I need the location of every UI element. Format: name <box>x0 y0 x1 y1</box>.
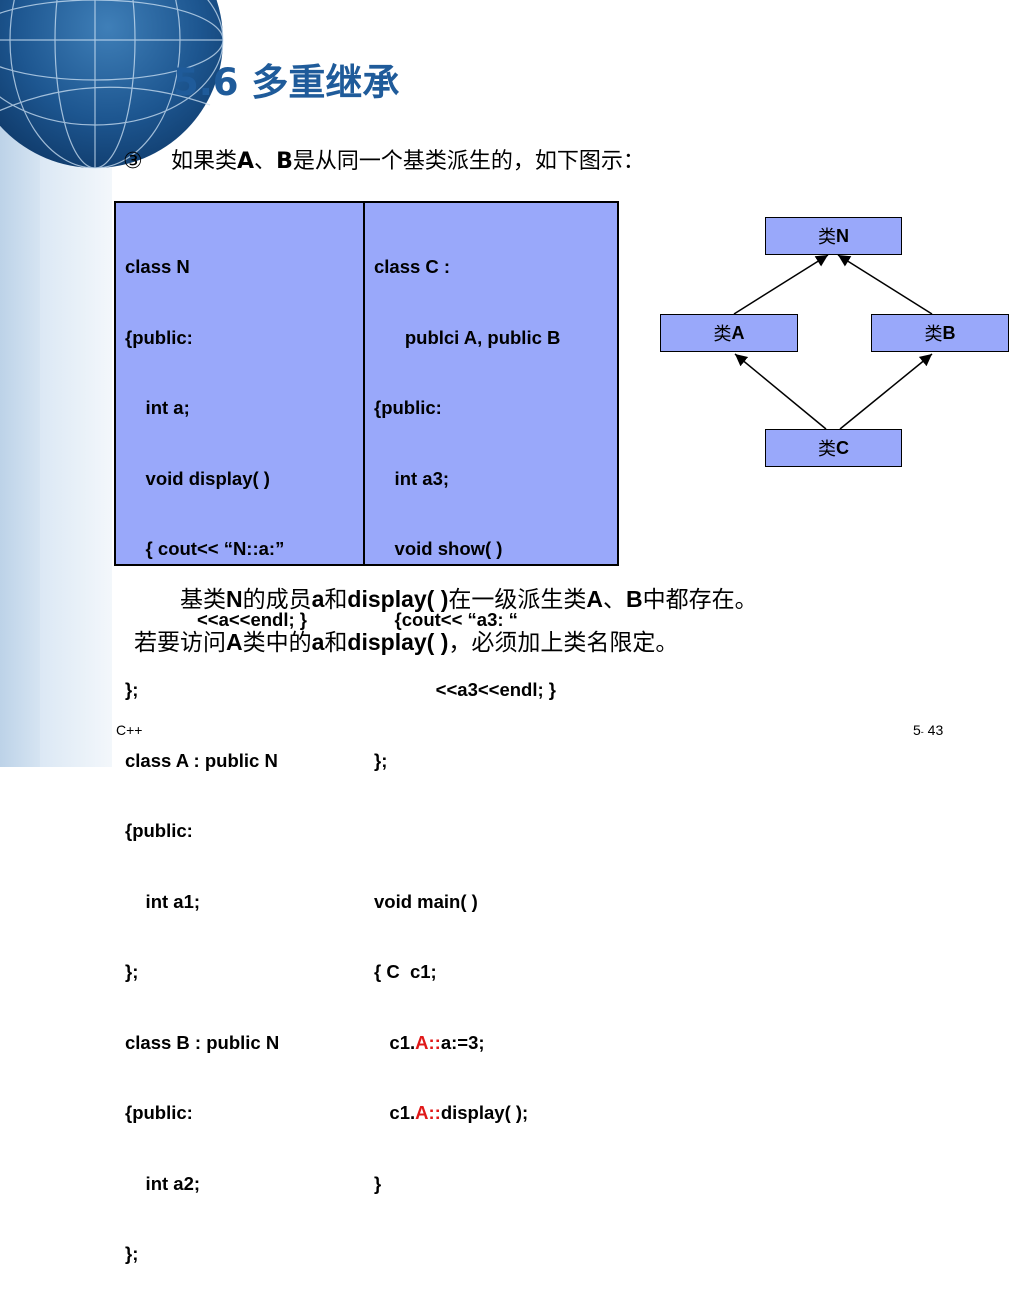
arrow-c-to-a <box>734 353 827 430</box>
code-line: {public: <box>125 820 193 841</box>
class-prefix: 类 <box>818 439 836 460</box>
para-bold: display( ) <box>347 586 449 612</box>
bullet-marker: ③ <box>123 149 143 174</box>
code-line: <<a3<<endl; } <box>374 679 557 700</box>
scope-qualifier-highlight: A:: <box>415 1102 441 1123</box>
bullet-text-2: 是从同一个基类派生的，如下图示： <box>292 149 645 174</box>
class-name: C <box>836 437 849 458</box>
code-pre: c1. <box>374 1031 416 1053</box>
code-line: {public: <box>125 1102 193 1123</box>
code-post: display( ); <box>440 1102 529 1123</box>
footer-page-number: 5- 43 <box>913 722 943 738</box>
para-text: 和 <box>324 630 348 656</box>
code-line: {public: <box>125 326 193 348</box>
para-text: 基类 <box>180 587 226 613</box>
page-prefix: 5 <box>913 722 921 738</box>
class-prefix: 类 <box>818 227 836 248</box>
code-line: }; <box>125 961 139 982</box>
code-line: class N <box>125 256 190 277</box>
slide-title: 5.6 多重继承 <box>173 61 400 104</box>
class-name: A <box>731 322 745 343</box>
para-text: 的成员 <box>242 587 312 613</box>
scope-qualifier-highlight: A:: <box>415 1031 441 1053</box>
code-line: }; <box>125 1243 139 1264</box>
code-line: void display( ) <box>125 467 270 489</box>
inheritance-diagram <box>733 254 933 430</box>
code-line: }; <box>125 679 139 700</box>
para-bold: B <box>626 586 643 612</box>
code-line: int a2; <box>125 1172 201 1194</box>
para-text: 若要访问 <box>134 630 226 656</box>
page-dot: - <box>920 727 924 737</box>
code-divider <box>363 203 365 564</box>
code-line: {cout<< “a3: “ <box>374 608 518 630</box>
code-line: int a1; <box>125 890 201 912</box>
code-line: publci A, public B <box>374 326 561 348</box>
globe-decoration-icon <box>0 0 224 169</box>
arrow-b-to-n <box>837 254 933 315</box>
bullet-intro: ③ 如果类A、B是从同一个基类派生的，如下图示： <box>123 143 645 175</box>
code-line: int a3; <box>374 467 450 489</box>
bullet-class-a: A <box>237 149 255 174</box>
para-text: 类中的 <box>242 630 312 656</box>
code-post: a:=3; <box>440 1031 485 1053</box>
code-line: }; <box>374 749 388 771</box>
class-prefix: 类 <box>713 324 732 345</box>
class-prefix: 类 <box>924 324 943 345</box>
class-name: N <box>836 225 849 246</box>
footer-course-label: C++ <box>116 722 143 738</box>
code-line-blank: ​ <box>374 819 560 843</box>
code-pre: c1. <box>374 1102 416 1123</box>
code-line: int a; <box>125 397 190 418</box>
para-text: 、 <box>603 587 627 613</box>
para-bold: a <box>311 586 325 612</box>
arrow-a-to-n <box>733 254 829 315</box>
para-text: 中都存在。 <box>642 587 758 613</box>
code-line: {public: <box>374 397 442 418</box>
para-text: 在一级派生类 <box>448 587 587 613</box>
code-line: class A : public N <box>125 749 278 771</box>
para-bold: A <box>586 586 604 612</box>
code-line: void main( ) <box>374 890 478 912</box>
code-line: void show( ) <box>374 538 503 559</box>
code-line-call: c1.A::display( ); <box>374 1101 560 1125</box>
para-bold: display( ) <box>347 629 449 655</box>
code-line: } <box>374 1172 382 1194</box>
class-name: B <box>942 322 956 343</box>
para-text: ，必须加上类名限定。 <box>448 630 679 656</box>
para-bold: N <box>226 586 243 612</box>
paragraph-2: 若要访问A类中的a和display( )，必须加上类名限定。 <box>134 623 678 657</box>
para-bold: a <box>311 629 325 655</box>
code-line: { cout<< “N::a:” <box>125 538 285 559</box>
bullet-text-1: 如果类 <box>171 149 238 174</box>
bullet-class-b: B <box>276 149 293 174</box>
code-line: class B : public N <box>125 1031 280 1053</box>
code-line: { C c1; <box>374 961 437 982</box>
code-line-assign: c1.A::a:=3; <box>374 1031 560 1055</box>
para-bold: A <box>226 629 243 655</box>
page-num: 43 <box>923 722 944 738</box>
paragraph-1: 基类N的成员a和display( )在一级派生类A、B中都存在。 <box>180 580 758 614</box>
para-text: 和 <box>324 587 348 613</box>
arrow-c-to-b <box>839 353 933 430</box>
code-line: <<a<<endl; } <box>125 608 307 630</box>
bullet-sep: 、 <box>254 149 277 174</box>
code-line: class C : <box>374 256 451 277</box>
